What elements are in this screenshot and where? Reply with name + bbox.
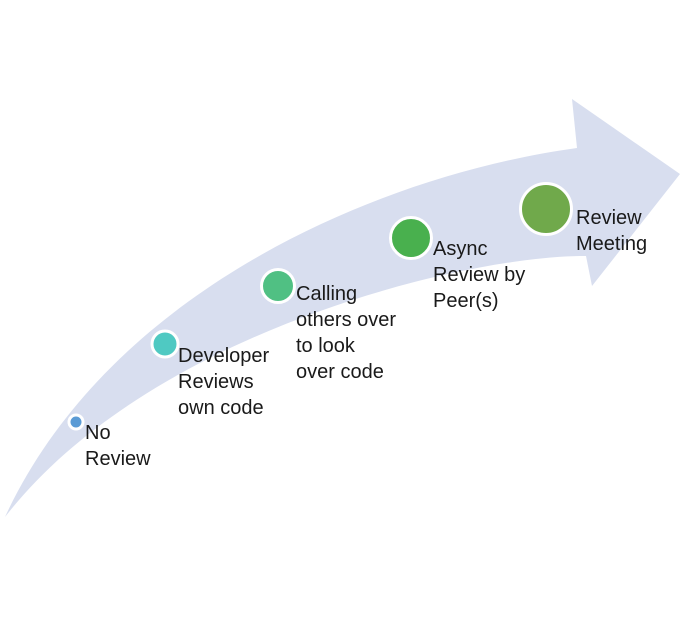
step-label-async-review: Async Review by Peer(s) <box>433 238 526 312</box>
step-marker-developer-reviews <box>150 329 180 359</box>
curved-arrow-shape <box>5 99 680 517</box>
step-label-calling-others: Calling others over to look over code <box>296 283 397 383</box>
step-label-no-review: No Review <box>85 422 151 470</box>
step-marker-async-review <box>389 216 433 260</box>
step-marker-review-meeting <box>519 182 573 236</box>
step-label-developer-reviews: Developer Reviews own code <box>178 345 270 419</box>
step-marker-no-review <box>67 413 85 431</box>
step-label-review-meeting: Review Meeting <box>576 207 648 255</box>
step-marker-calling-others <box>260 268 296 304</box>
